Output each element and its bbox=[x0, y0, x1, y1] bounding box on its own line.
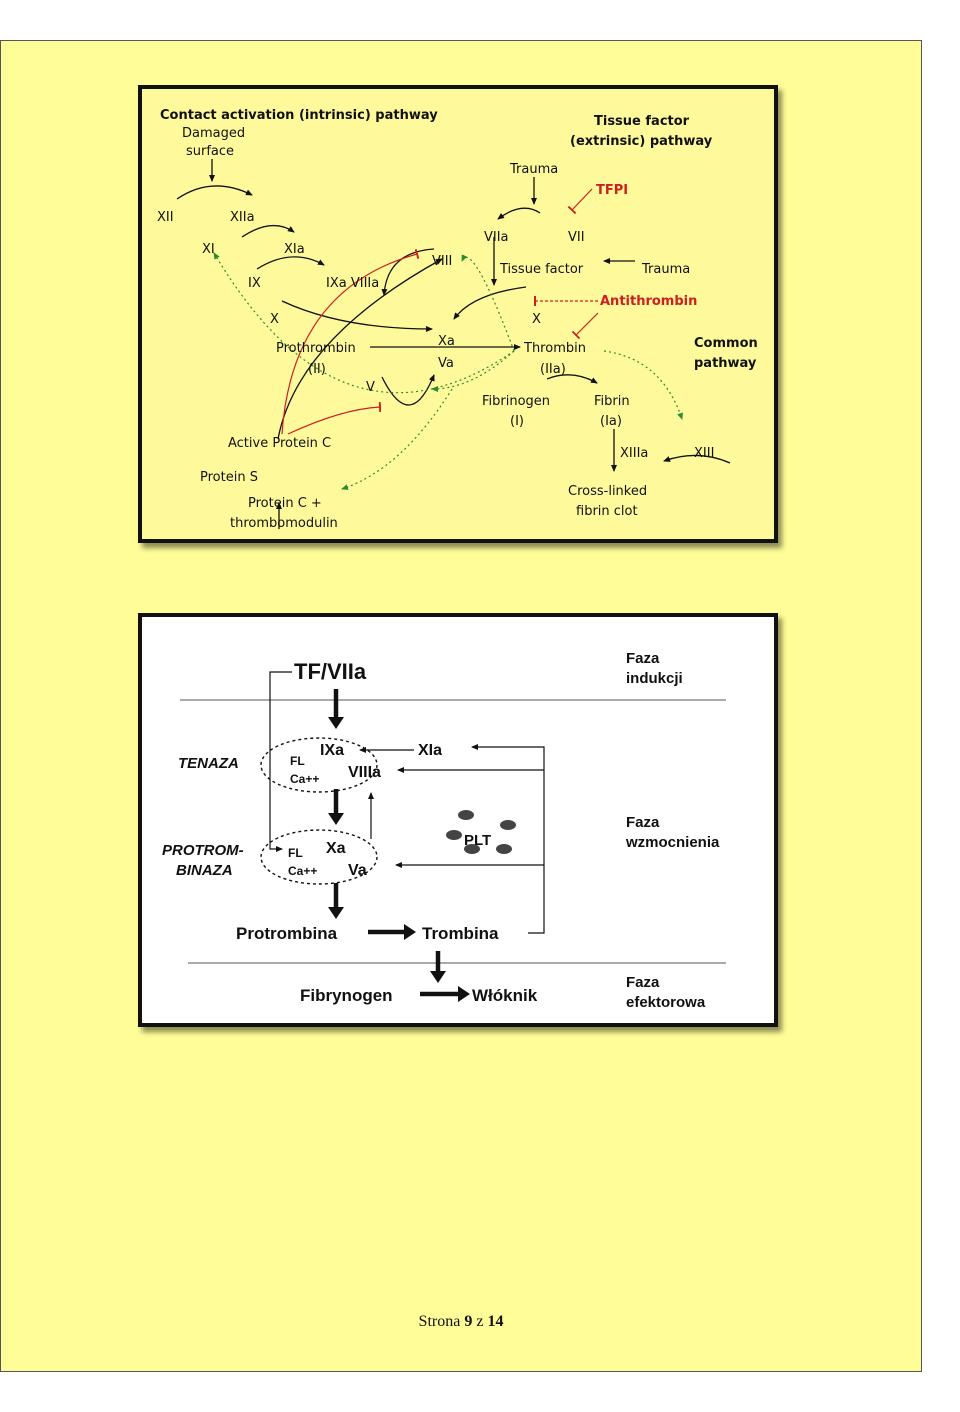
factor-xa: Xa bbox=[438, 334, 455, 349]
cascade-svg: Contact activation (intrinsic) pathway D… bbox=[157, 108, 758, 531]
tfpi-label: TFPI bbox=[596, 183, 628, 198]
common-pathway-line1: Common bbox=[694, 336, 758, 351]
factor-xiiia: XIIIa bbox=[620, 446, 648, 461]
induction-phase-line1: Faza bbox=[626, 650, 660, 667]
tenase-label: TENAZA bbox=[178, 755, 239, 772]
factor-viia: VIIa bbox=[484, 230, 509, 245]
effector-phase-line2: efektorowa bbox=[626, 994, 706, 1011]
protein-c-thrombomodulin-line1: Protein C + bbox=[248, 496, 322, 511]
factor-ixa-viiia: IXa VIIIa bbox=[326, 276, 379, 291]
trauma-label-right: Trauma bbox=[641, 262, 690, 277]
factor-xi: XI bbox=[202, 242, 215, 257]
tf-viia-label: TF/VIIa bbox=[294, 659, 367, 684]
fibrinogen-label: Fibrinogen bbox=[482, 394, 550, 409]
factor-va: Va bbox=[438, 356, 454, 371]
main-flow-arrows bbox=[328, 689, 470, 1002]
crosslinked-line2: fibrin clot bbox=[576, 504, 638, 519]
feedback-lines bbox=[269, 671, 545, 934]
phases-svg: TF/VIIa Faza indukcji TENAZA FL Ca++ IXa… bbox=[162, 650, 726, 1011]
fibrin-ia-label: (Ia) bbox=[600, 414, 622, 429]
page-separator: z bbox=[476, 1313, 484, 1330]
induction-phase-line2: indukcji bbox=[626, 670, 683, 687]
antithrombin-label: Antithrombin bbox=[600, 294, 697, 309]
amplification-phase-line2: wzmocnienia bbox=[625, 834, 720, 851]
protein-c-thrombomodulin-line2: thrombomodulin bbox=[230, 516, 338, 531]
factor-xiii: XIII bbox=[694, 446, 714, 461]
trauma-label-top: Trauma bbox=[509, 162, 558, 177]
prothrombin-label: Prothrombin bbox=[276, 341, 356, 356]
factor-viii: VIII bbox=[432, 254, 452, 269]
extrinsic-title-line1: Tissue factor bbox=[594, 114, 690, 129]
factor-xia: XIa bbox=[284, 242, 305, 257]
thrombin-pl-label: Trombina bbox=[422, 924, 499, 943]
factor-xia: XIa bbox=[418, 742, 442, 759]
prothrombin-ii-label: (II) bbox=[308, 362, 326, 377]
factor-xii: XII bbox=[157, 210, 174, 225]
surface-label: surface bbox=[186, 144, 234, 159]
coagulation-cascade-diagram: Contact activation (intrinsic) pathway D… bbox=[138, 85, 778, 543]
factor-v: V bbox=[366, 380, 375, 395]
activation-arrows bbox=[176, 159, 731, 529]
total-pages-number: 14 bbox=[487, 1313, 504, 1330]
intrinsic-pathway-title: Contact activation (intrinsic) pathway bbox=[160, 108, 438, 123]
common-pathway-line2: pathway bbox=[694, 356, 757, 371]
factor-xa: Xa bbox=[326, 840, 346, 857]
prothrombinase-complex-ellipse bbox=[260, 829, 378, 885]
fl-label-prothrombinase: FL bbox=[288, 846, 303, 860]
prothrombin-pl-label: Protrombina bbox=[236, 924, 338, 943]
fl-label-tenase: FL bbox=[290, 754, 305, 768]
factor-vii: VII bbox=[568, 230, 585, 245]
extrinsic-title-line2: (extrinsic) pathway bbox=[570, 134, 713, 149]
thrombin-label: Thrombin bbox=[523, 341, 586, 356]
fibrin-pl-label: Włóknik bbox=[472, 986, 538, 1005]
inhibition-lines bbox=[281, 188, 599, 435]
factor-xiia: XIIa bbox=[230, 210, 255, 225]
factor-x-left: X bbox=[270, 312, 279, 327]
platelet-icons bbox=[446, 810, 516, 854]
feedback-arrows bbox=[213, 252, 683, 490]
prothrombinase-label-line1: PROTROM- bbox=[162, 842, 244, 859]
fibrin-label: Fibrin bbox=[594, 394, 630, 409]
current-page-number: 9 bbox=[464, 1313, 473, 1330]
ca-label-tenase: Ca++ bbox=[290, 772, 319, 786]
amplification-phase-line1: Faza bbox=[626, 814, 660, 831]
factor-viiia: VIIIa bbox=[348, 764, 381, 781]
factor-ixa: IXa bbox=[320, 742, 344, 759]
tissue-factor-label: Tissue factor bbox=[499, 262, 584, 277]
fibrinogen-i-label: (I) bbox=[510, 414, 524, 429]
effector-phase-line1: Faza bbox=[626, 974, 660, 991]
ca-label-prothrombinase: Ca++ bbox=[288, 864, 317, 878]
fibrinogen-pl-label: Fibrynogen bbox=[300, 986, 393, 1005]
prothrombinase-label-line2: BINAZA bbox=[176, 862, 233, 879]
crosslinked-line1: Cross-linked bbox=[568, 484, 647, 499]
factor-x-right: X bbox=[532, 312, 541, 327]
factor-ix: IX bbox=[248, 276, 261, 291]
plt-label: PLT bbox=[464, 832, 491, 849]
page-background: Contact activation (intrinsic) pathway D… bbox=[0, 40, 922, 1372]
page-prefix: Strona bbox=[418, 1313, 461, 1330]
damaged-label: Damaged bbox=[182, 126, 245, 141]
thrombin-iia-label: (IIa) bbox=[540, 362, 566, 377]
protein-s-label: Protein S bbox=[200, 470, 258, 485]
page-number-footer: Strona 9 z 14 bbox=[1, 1313, 921, 1331]
coagulation-phases-diagram: TF/VIIa Faza indukcji TENAZA FL Ca++ IXa… bbox=[138, 613, 778, 1027]
tenase-complex-ellipse bbox=[260, 737, 378, 793]
factor-va: Va bbox=[348, 862, 367, 879]
active-protein-c-label: Active Protein C bbox=[228, 436, 331, 451]
